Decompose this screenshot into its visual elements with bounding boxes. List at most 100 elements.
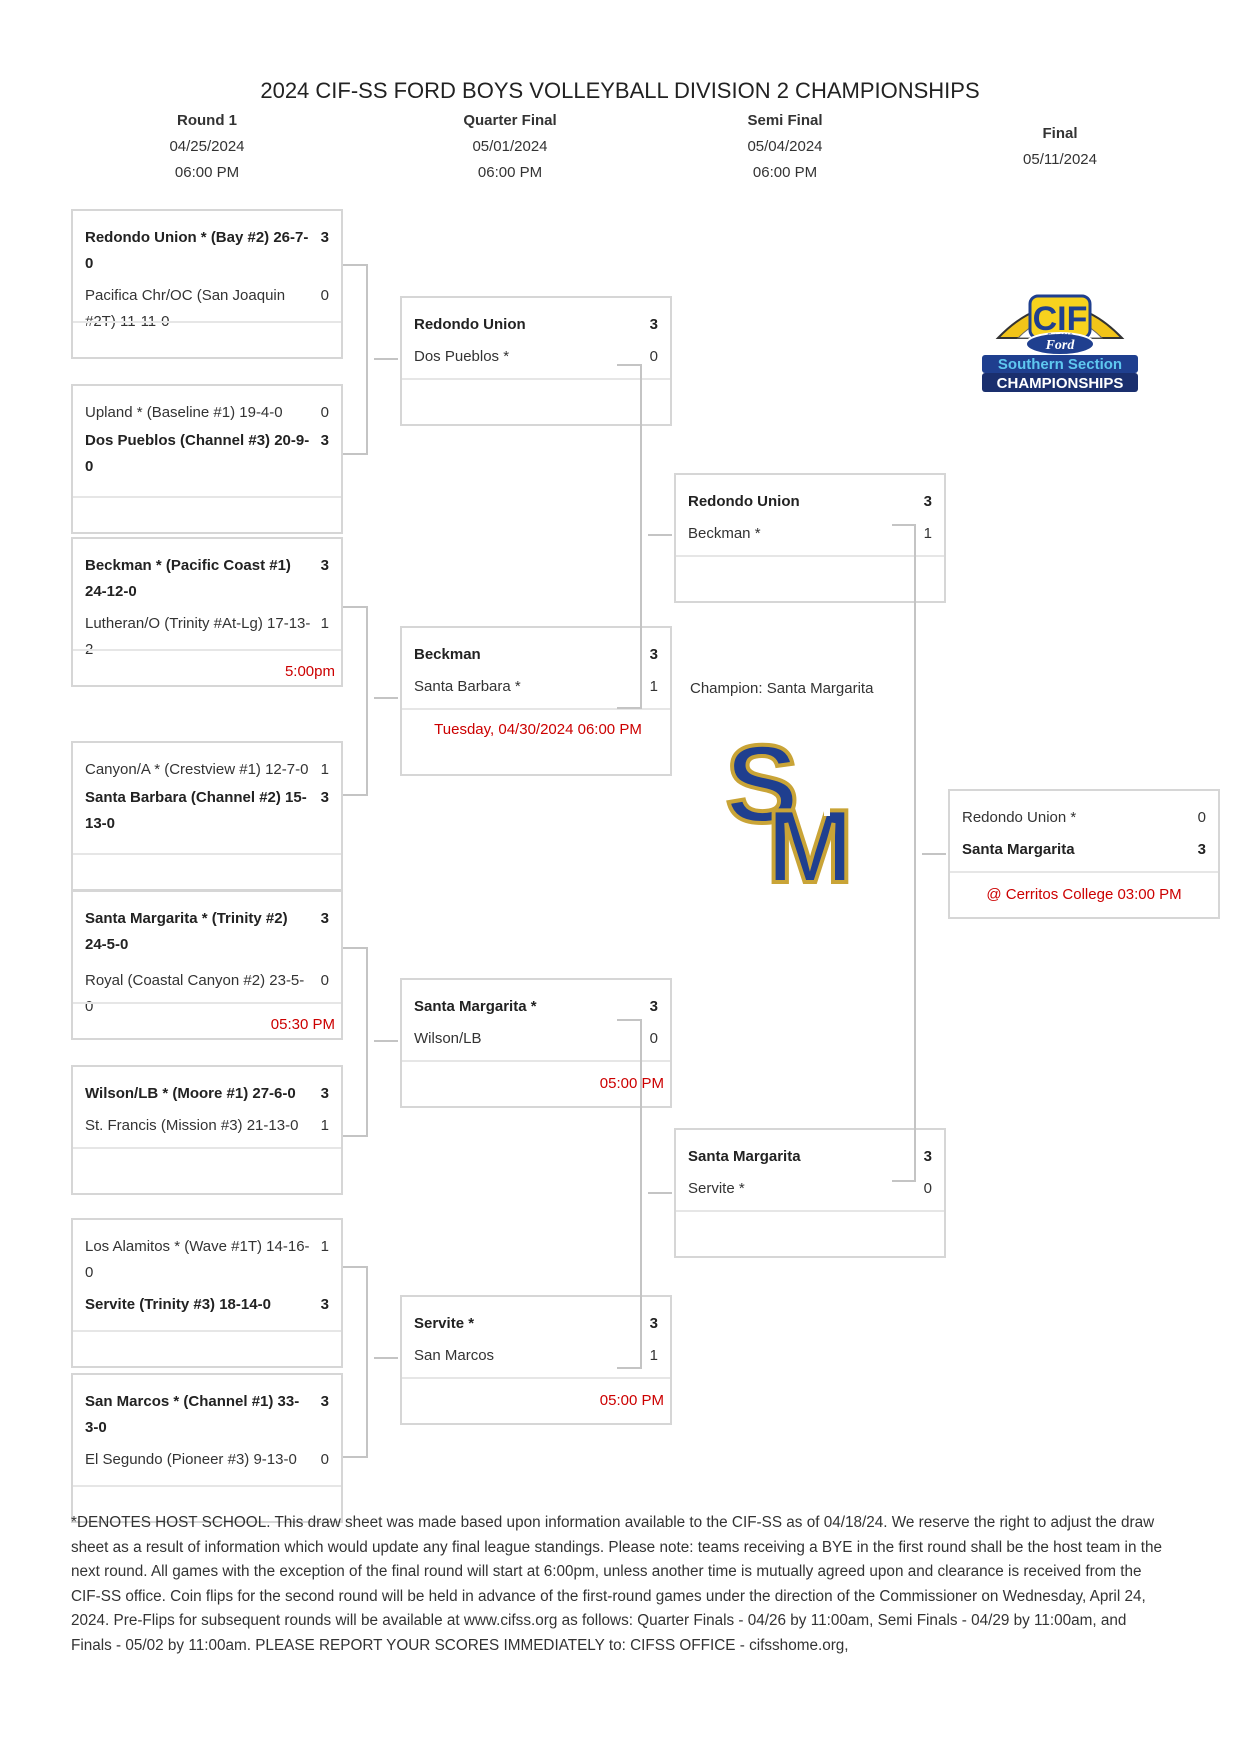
- round-header-quarter-final: Quarter Final 05/01/2024 06:00 PM: [385, 108, 635, 186]
- connector-line: [617, 1367, 642, 1369]
- round-name: Round 1: [177, 112, 237, 129]
- team-score: 1: [923, 525, 932, 542]
- team-score: 3: [320, 432, 329, 449]
- matchup-footer: [676, 1210, 944, 1258]
- matchup-team-top: San Marcos * (Channel #1) 33-3-0 3: [73, 1389, 341, 1441]
- team-name: Servite (Trinity #3) 18-14-0: [85, 1296, 271, 1313]
- champion-label: Champion: Santa Margarita: [690, 680, 874, 697]
- game-time-note: [73, 855, 341, 863]
- round-header-semi-final: Semi Final 05/04/2024 06:00 PM: [660, 108, 910, 186]
- team-score: 1: [320, 615, 329, 632]
- connector-line: [343, 606, 368, 608]
- round-header-final: Final 05/11/2024: [935, 121, 1185, 173]
- page-title: 2024 CIF-SS FORD BOYS VOLLEYBALL DIVISIO…: [260, 78, 980, 103]
- team-score: 3: [649, 1315, 658, 1332]
- game-time-note: [73, 498, 341, 506]
- game-time-note: [676, 557, 944, 566]
- matchup-team-bottom: Santa Barbara (Channel #2) 15-13-0 3: [73, 785, 341, 837]
- matchup-team-top: Santa Margarita *3: [402, 994, 670, 1020]
- matchup-footer: 05:00 PM: [402, 1060, 670, 1108]
- team-score: 3: [320, 1296, 329, 1313]
- team-name: San Marcos: [414, 1347, 495, 1364]
- team-name: Santa Margarita *: [414, 998, 537, 1015]
- game-time-note: [73, 1487, 341, 1495]
- matchup-team-bottom: Servite *0: [676, 1176, 944, 1202]
- team-name: El Segundo (Pioneer #3) 9-13-0: [85, 1451, 297, 1468]
- connector-line: [892, 524, 916, 526]
- matchup-footer: Tuesday, 04/30/2024 06:00 PM: [402, 708, 670, 776]
- connector-line: [366, 1266, 368, 1458]
- connector-line: [366, 606, 368, 796]
- matchup-footer: [73, 1485, 341, 1523]
- round-name: Quarter Final: [463, 112, 557, 129]
- game-time-note: [73, 323, 341, 331]
- round-header-round1: Round 1 04/25/2024 06:00 PM: [82, 108, 332, 186]
- team-name: St. Francis (Mission #3) 21-13-0: [85, 1117, 299, 1134]
- matchup-footer: [676, 555, 944, 603]
- team-score: 1: [649, 678, 658, 695]
- logo-southern-section-text: Southern Section: [998, 356, 1122, 373]
- matchup-team-bottom: Beckman *1: [676, 521, 944, 547]
- round-date: 05/11/2024: [1023, 151, 1097, 168]
- sm-logo-graphic: S M: [723, 721, 855, 907]
- team-name: San Marcos * (Channel #1) 33-3-0: [85, 1393, 300, 1436]
- matchup-footer: [73, 321, 341, 359]
- game-time-note: 05:00 PM: [599, 1392, 664, 1409]
- team-score: 3: [1197, 841, 1206, 858]
- team-name: Servite *: [414, 1315, 475, 1332]
- team-score: 0: [649, 348, 658, 365]
- logo-letter-s: S: [725, 730, 798, 846]
- matchup-team-bottom: Dos Pueblos *0: [402, 344, 670, 370]
- team-score: 3: [320, 557, 329, 574]
- team-name: Redondo Union * (Bay #2) 26-7-0: [85, 229, 309, 272]
- team-score: 0: [320, 404, 329, 421]
- cif-championships-logo: CIF Ford Est. 1913 Southern Section CHAM…: [980, 282, 1140, 394]
- connector-line: [648, 1192, 672, 1194]
- game-time-note: 05:30 PM: [270, 1016, 335, 1033]
- team-score: 3: [320, 789, 329, 806]
- connector-line: [617, 364, 642, 366]
- team-name: Royal (Coastal Canyon #2) 23-5-0: [85, 972, 305, 1015]
- team-score: 3: [923, 493, 932, 510]
- team-score: 3: [649, 646, 658, 663]
- game-time-note: @ Cerritos College 03:00 PM: [986, 886, 1182, 903]
- game-time-note: 05:00 PM: [599, 1075, 664, 1092]
- team-name: Santa Barbara (Channel #2) 15-13-0: [85, 789, 307, 832]
- game-time-note: [73, 1149, 341, 1158]
- matchup-team-top: Redondo Union * (Bay #2) 26-7-0 3: [73, 225, 341, 277]
- connector-line: [374, 1357, 398, 1359]
- connector-line: [374, 358, 398, 360]
- connector-line: [640, 364, 642, 709]
- team-name: Servite *: [688, 1180, 745, 1197]
- disclaimer-text: *DENOTES HOST SCHOOL. This draw sheet wa…: [71, 1514, 1162, 1654]
- connector-line: [366, 264, 368, 455]
- team-score: 3: [320, 229, 329, 246]
- matchup-footer: [73, 1330, 341, 1368]
- team-score: 3: [320, 1393, 329, 1410]
- logo-letter-m: M: [767, 789, 854, 886]
- game-time-note: [676, 1212, 944, 1221]
- connector-line: [914, 524, 916, 1182]
- connector-line: [617, 1019, 642, 1021]
- team-score: 1: [320, 1238, 329, 1255]
- team-score: 0: [1197, 809, 1206, 826]
- team-name: Santa Margarita * (Trinity #2) 24-5-0: [85, 910, 288, 953]
- team-score: 3: [320, 1085, 329, 1102]
